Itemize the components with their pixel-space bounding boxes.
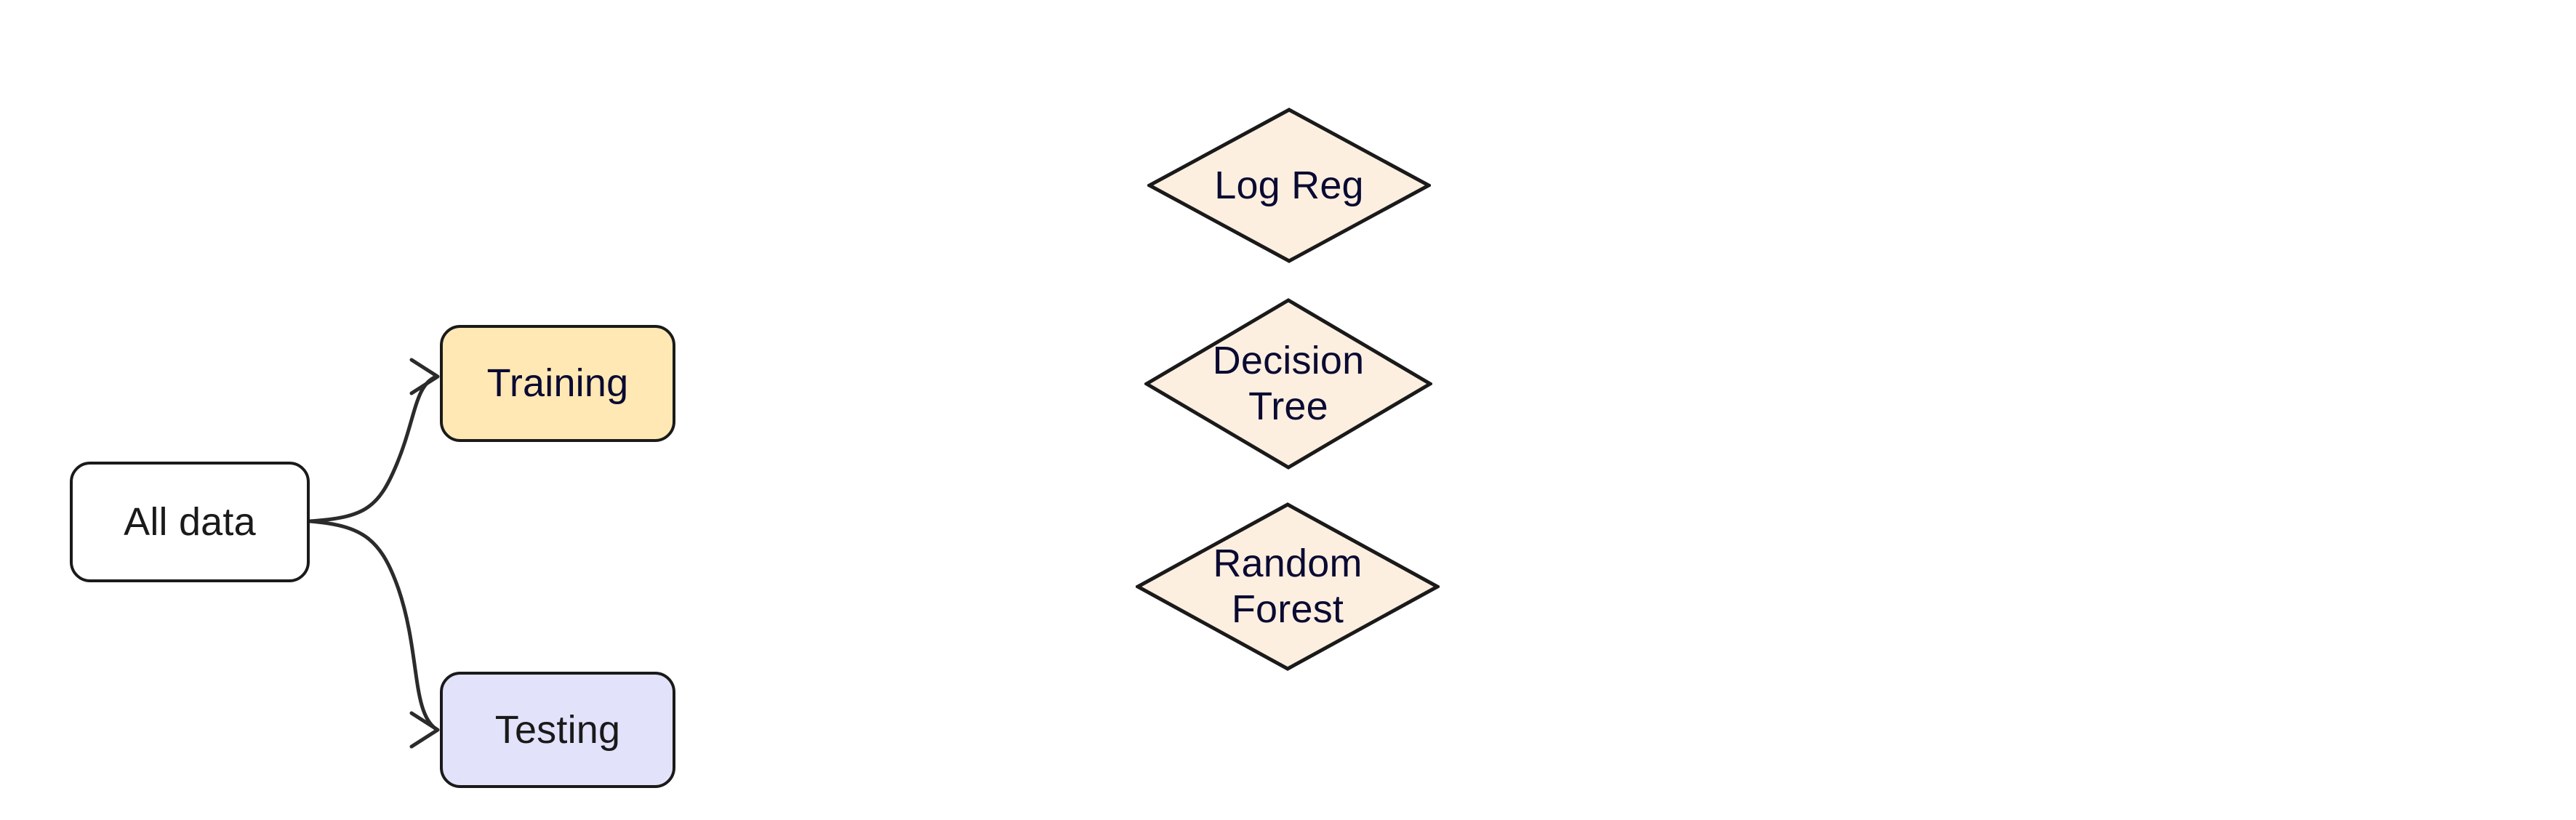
node-all-data-label: All data [124,499,256,544]
node-training[interactable]: Training [440,325,675,442]
diamond-shape-log-reg [1147,108,1431,263]
node-decision-tree[interactable]: Decision Tree [1144,298,1432,470]
node-log-reg-label: Log Reg [1214,163,1364,207]
arrowhead-training [409,358,440,395]
node-training-label: Training [486,361,629,406]
node-testing-label: Testing [494,707,621,752]
node-random-forest[interactable]: Random Forest [1136,502,1440,671]
node-testing[interactable]: Testing [440,672,675,788]
diamond-shape-decision-tree [1144,298,1432,470]
node-log-reg[interactable]: Log Reg [1147,108,1431,263]
diamond-shape-random-forest [1136,502,1440,671]
node-all-data[interactable]: All data [70,462,310,582]
node-random-forest-label: Random Forest [1213,542,1363,631]
arrowhead-testing [409,711,440,749]
edge-all-data-to-training [308,374,438,523]
edge-all-data-to-testing [308,519,438,731]
node-decision-tree-label: Decision Tree [1212,339,1365,428]
